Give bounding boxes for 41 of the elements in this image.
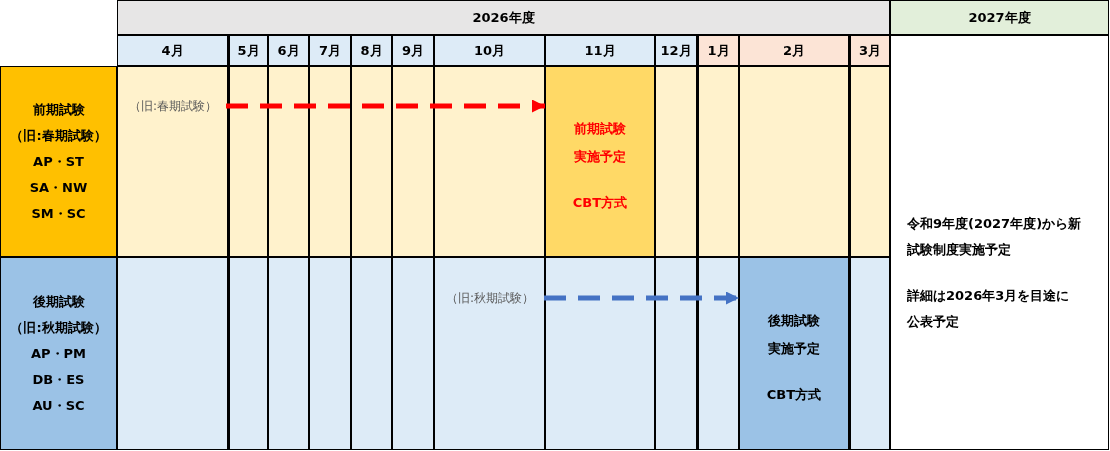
- cell-text: SM・SC: [31, 204, 86, 223]
- header-cell: 2月: [739, 35, 849, 66]
- header-cell: 7月: [309, 35, 351, 66]
- header-cell: 10月: [434, 35, 545, 66]
- header-cell: 8月: [351, 35, 392, 66]
- exam-period-cell: [545, 66, 655, 257]
- dashed-arrow: [226, 99, 545, 113]
- header-cell: 5月: [228, 35, 268, 66]
- header-cell: 2027年度: [890, 0, 1109, 35]
- cell-text: CBT方式: [766, 385, 822, 404]
- exam-group-cell: [0, 66, 117, 257]
- cell-text: 実施予定: [768, 339, 820, 358]
- header-cell: 12月: [655, 35, 697, 66]
- header-cell: 9月: [392, 35, 434, 66]
- cell-text: SA・NW: [29, 178, 88, 197]
- dashed-arrow: [544, 291, 739, 305]
- cell-text: 実施予定: [574, 147, 626, 166]
- cell-text: AP・PM: [30, 344, 87, 363]
- cell-text: DB・ES: [32, 370, 85, 389]
- cell-text: 後期試験: [768, 311, 820, 330]
- header-cell: 2026年度: [117, 0, 890, 35]
- cell-text: AU・SC: [32, 396, 85, 415]
- cell-text: （旧:秋期試験）: [10, 318, 107, 337]
- old-name-label: （旧:春期試験）: [120, 96, 226, 116]
- exam-group-cell: [0, 257, 117, 450]
- cell-text: AP・ST: [33, 152, 84, 171]
- header-cell: 6月: [268, 35, 309, 66]
- exam-period-cell: [739, 257, 849, 450]
- cell-text: 詳細は2026年3月を目途に公表予定: [907, 286, 1071, 331]
- cell-text: CBT方式: [572, 193, 628, 212]
- cell-text: 後期試験: [32, 292, 85, 311]
- old-name-label: （旧:秋期試験）: [436, 288, 544, 308]
- cell-text: 前期試験: [574, 119, 626, 138]
- header-cell: 11月: [545, 35, 655, 66]
- cell-text: 令和9年度(2027年度)から新試験制度実施予定: [907, 214, 1082, 259]
- header-cell: 1月: [697, 35, 739, 66]
- cell-text: 前期試験: [32, 100, 85, 119]
- note-cell: [890, 35, 1109, 450]
- cell-text: （旧:春期試験）: [10, 126, 107, 145]
- header-cell: 4月: [117, 35, 228, 66]
- header-cell: 3月: [849, 35, 890, 66]
